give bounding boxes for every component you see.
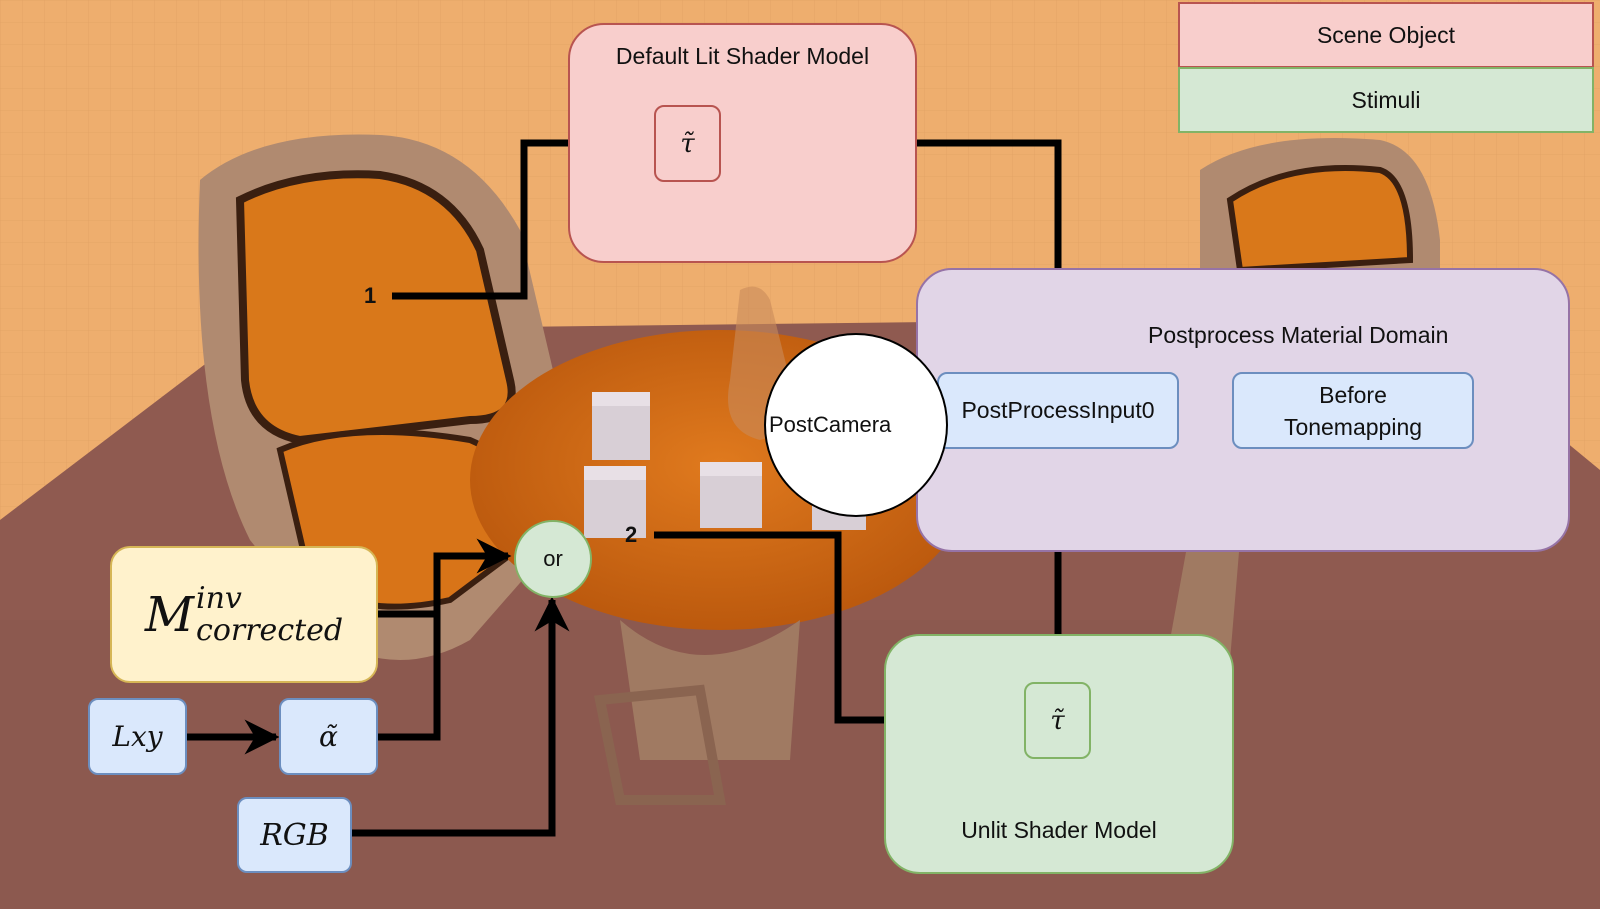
matrix-superscript: inv: [196, 580, 242, 616]
before-tonemapping-label: Before Tonemapping: [1283, 381, 1423, 440]
rgb-label: RGB: [260, 817, 329, 853]
lxy-node[interactable]: Lxy: [88, 698, 187, 775]
default-lit-shader-container: Default Lit Shader Model: [568, 23, 917, 263]
legend-stimuli-label: Stimuli: [1351, 86, 1421, 113]
lit-tau-node[interactable]: τ̃: [654, 105, 721, 182]
matrix-symbol: M: [144, 586, 195, 643]
postprocess-input0-node[interactable]: PostProcessInput0: [937, 372, 1179, 449]
or-node[interactable]: or: [514, 520, 592, 598]
legend-stimuli: Stimuli: [1178, 67, 1594, 133]
alpha-label: α̃: [319, 720, 338, 753]
rgb-node[interactable]: RGB: [237, 797, 352, 873]
post-camera-node[interactable]: PostCamera: [764, 333, 948, 517]
matrix-inverse-corrected-node[interactable]: M inv corrected: [110, 546, 378, 683]
post-camera-label: PostCamera: [769, 412, 892, 437]
default-lit-title: Default Lit Shader Model: [615, 43, 870, 69]
lxy-label: Lxy: [112, 720, 163, 753]
alpha-node[interactable]: α̃: [279, 698, 378, 775]
cube-2-top: [584, 466, 646, 480]
path-1-label: 1: [364, 283, 377, 308]
postprocess-title: Postprocess Material Domain: [1148, 322, 1449, 348]
path-2-label: 2: [625, 522, 638, 547]
cube-3-top: [700, 462, 762, 476]
right-chair-leg: [1170, 530, 1240, 667]
cube-1-top: [592, 392, 650, 406]
lit-tau-label: τ̃: [680, 128, 695, 159]
matrix-subscript: corrected: [196, 612, 344, 648]
unlit-tau-node[interactable]: τ̃: [1024, 682, 1091, 759]
before-tonemapping-node[interactable]: Before Tonemapping: [1232, 372, 1474, 449]
right-chair-back: [1226, 165, 1414, 274]
legend-scene-object: Scene Object: [1178, 2, 1594, 68]
unlit-tau-label: τ̃: [1050, 705, 1065, 736]
or-label: or: [543, 546, 563, 571]
unlit-title: Unlit Shader Model: [961, 817, 1157, 843]
postprocess-input0-label: PostProcessInput0: [961, 397, 1155, 423]
legend-scene-object-label: Scene Object: [1316, 21, 1456, 48]
